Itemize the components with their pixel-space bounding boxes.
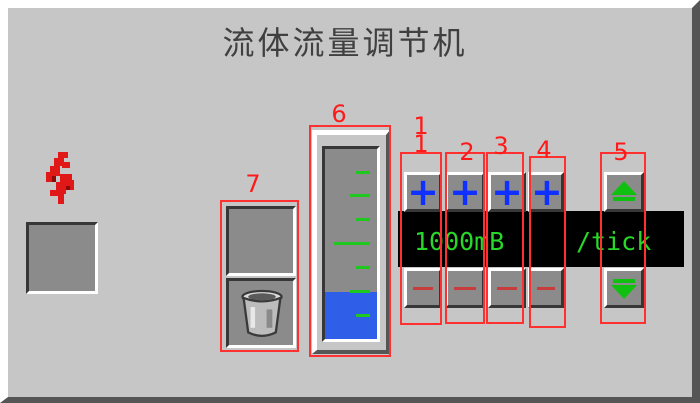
annotation-box-2 [445, 152, 485, 324]
annotation-box-3 [486, 152, 524, 324]
increase-hundreds-button[interactable]: + [445, 172, 485, 212]
annotation-box-6 [309, 125, 391, 357]
bucket-icon [241, 289, 283, 337]
annotation-label-2: 2 [459, 138, 475, 166]
annotation-box-7 [220, 200, 299, 352]
minus-icon [413, 287, 433, 290]
annotation-box-5 [600, 152, 646, 324]
decrease-thousands-button[interactable] [404, 268, 442, 308]
flow-amount-text: 1000mB [414, 227, 505, 256]
unit-down-button[interactable] [604, 268, 644, 308]
bucket-slot[interactable] [226, 278, 296, 348]
minus-icon [537, 287, 555, 290]
minus-icon [454, 287, 476, 290]
unit-up-button[interactable] [604, 172, 644, 212]
arrow-down-icon [611, 279, 637, 299]
power-slot[interactable] [26, 222, 98, 294]
annotation-label-7: 7 [245, 170, 261, 198]
annotation-label-4: 4 [536, 136, 552, 164]
tank-gauge-tick [334, 242, 370, 245]
tank-gauge-tick [350, 194, 370, 197]
minus-icon [497, 287, 517, 290]
fluid-input-slot[interactable] [226, 206, 296, 276]
flow-unit-text: /tick [576, 227, 652, 256]
annotation-box-4 [529, 156, 566, 328]
tank-gauge-tick [356, 171, 370, 174]
annotation-label-1: 1 [413, 130, 429, 158]
annotation-label-3: 3 [493, 132, 509, 160]
window-title: 流体流量调节机 [222, 24, 468, 62]
annotation-box-1 [400, 152, 442, 325]
redstone-icon [46, 152, 74, 204]
increase-tens-button[interactable]: + [488, 172, 526, 212]
annotation-label-5: 5 [613, 138, 629, 166]
tank-gauge-tick [350, 290, 370, 293]
tank-gauge-tick [356, 314, 370, 317]
arrow-up-icon [611, 181, 637, 201]
annotation-label-6: 6 [331, 100, 347, 128]
decrease-tens-button[interactable] [488, 268, 526, 308]
annotation-label-1-top: 1 [413, 112, 429, 140]
tank-gauge-tick [356, 218, 370, 221]
tank-gauge-tick [356, 266, 370, 269]
